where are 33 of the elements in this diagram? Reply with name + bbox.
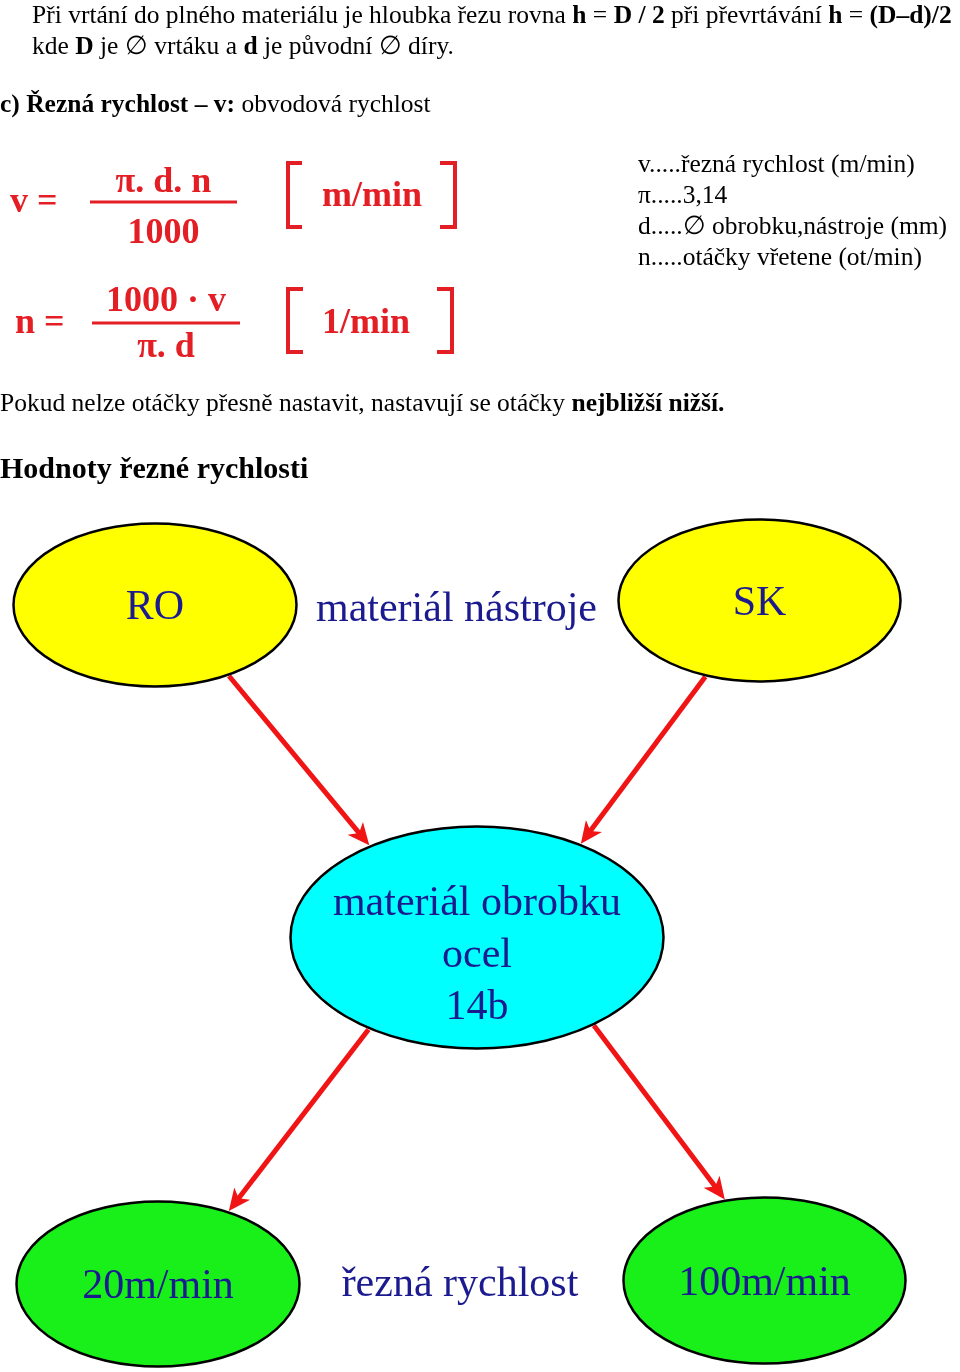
node-label: materiál obrobku bbox=[332, 877, 622, 926]
paragraph: Pokud nelze otáčky přesně nastavit, nastavují se otáčky nejbližší nižší. bbox=[0, 387, 725, 418]
formula-denominator: 1000 bbox=[127, 213, 200, 249]
arrow bbox=[227, 674, 370, 846]
ellipse-node bbox=[289, 825, 665, 1050]
paragraph: Při vrtání do plného materiálu je hloubka řezu rovna h = D / 2 při převrtávání h = (D–d)/2 kde D je ∅ vrtáku a d je původní ∅ díry. bbox=[32, 0, 953, 61]
node-label: SK bbox=[732, 576, 787, 625]
arrow bbox=[580, 675, 708, 844]
ellipse-node bbox=[622, 1196, 907, 1365]
definition-line: d.....∅ obrobku,nástroje (mm) bbox=[638, 210, 948, 241]
formula-numerator: 1000 · v bbox=[106, 281, 226, 317]
arrow bbox=[228, 1027, 371, 1212]
arrow bbox=[591, 1024, 725, 1200]
ellipse-node bbox=[617, 518, 902, 683]
definition-line: v.....řezná rychlost (m/min) bbox=[638, 148, 915, 179]
node-label: ocel 14b bbox=[441, 929, 513, 1030]
subheading: c) Řezná rychlost – v: obvodová rychlost bbox=[0, 88, 431, 119]
node-label: 100m/min bbox=[678, 1256, 851, 1305]
formula-numerator: π. d. n bbox=[115, 162, 212, 198]
formula-variable: v = bbox=[10, 182, 58, 218]
formula-denominator: π. d bbox=[137, 327, 195, 363]
definition-line: n.....otáčky vřetene (ot/min) bbox=[638, 241, 922, 272]
ellipse-node bbox=[15, 1200, 301, 1368]
node-label: RO bbox=[125, 581, 185, 629]
formula-unit: m/min bbox=[322, 176, 422, 212]
ellipse-node bbox=[12, 522, 298, 688]
formula-unit: 1/min bbox=[322, 303, 410, 339]
section-heading: Hodnoty řezné rychlosti bbox=[0, 450, 309, 486]
formula-variable: n = bbox=[15, 303, 65, 339]
group-caption: řezná rychlost bbox=[341, 1259, 579, 1305]
definition-line: π.....3,14 bbox=[638, 179, 728, 210]
group-caption: materiál nástroje bbox=[316, 584, 597, 630]
node-label: 20m/min bbox=[82, 1260, 234, 1308]
